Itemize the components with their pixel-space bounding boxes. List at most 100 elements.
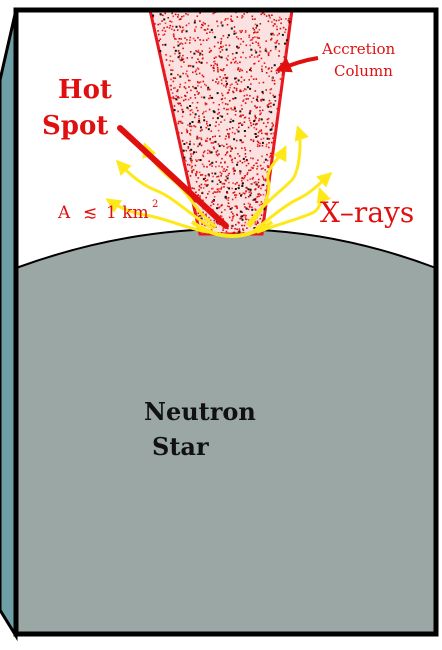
speckle <box>213 146 215 148</box>
speckle <box>228 109 230 111</box>
speckle <box>241 142 243 144</box>
speckle <box>233 33 235 35</box>
speckle <box>185 73 187 75</box>
speckle <box>211 29 213 31</box>
speckle <box>233 173 235 175</box>
speckle <box>214 173 216 175</box>
speckle <box>231 227 233 229</box>
speckle <box>275 46 277 48</box>
speckle <box>227 18 229 20</box>
speckle <box>244 203 246 205</box>
speckle <box>212 176 214 178</box>
speckle <box>232 98 234 100</box>
speckle <box>227 59 229 61</box>
speckle <box>244 135 246 137</box>
speckle <box>192 121 194 123</box>
speckle <box>256 129 258 131</box>
speckle <box>230 119 232 121</box>
speckle <box>198 50 200 52</box>
speckle <box>221 21 223 23</box>
speckle <box>240 122 242 124</box>
speckle <box>220 46 222 48</box>
speckle <box>181 97 183 99</box>
speckle <box>257 31 259 33</box>
speckle <box>195 175 197 177</box>
speckle <box>190 90 192 92</box>
speckle <box>180 18 182 20</box>
speckle <box>262 91 264 93</box>
speckle <box>152 15 154 17</box>
speckle <box>193 38 195 40</box>
speckle <box>196 171 198 173</box>
speckle <box>238 127 240 129</box>
speckle <box>272 77 274 79</box>
speckle <box>282 34 284 36</box>
speckle <box>227 192 229 194</box>
speckle <box>268 53 270 55</box>
speckle <box>278 19 280 21</box>
speckle <box>196 73 198 75</box>
speckle <box>206 127 208 129</box>
speckle <box>262 145 264 147</box>
speckle <box>217 113 219 115</box>
speckle <box>194 94 196 96</box>
speckle <box>218 124 220 126</box>
speckle <box>245 57 247 59</box>
speckle <box>237 69 239 71</box>
speckle <box>233 171 235 173</box>
speckle <box>231 211 233 213</box>
speckle <box>214 57 216 59</box>
speckle <box>242 182 244 184</box>
speckle <box>218 55 220 57</box>
speckle <box>277 40 279 42</box>
speckle <box>221 56 223 58</box>
speckle <box>268 55 270 57</box>
speckle <box>226 64 228 66</box>
speckle <box>244 147 246 149</box>
speckle <box>260 165 262 167</box>
speckle <box>229 217 231 219</box>
speckle <box>268 118 270 120</box>
speckle <box>236 164 238 166</box>
speckle <box>232 216 234 218</box>
speckle <box>258 120 260 122</box>
speckle <box>254 31 256 33</box>
speckle <box>230 121 232 123</box>
speckle <box>210 65 212 67</box>
speckle <box>255 51 257 53</box>
speckle <box>258 196 260 198</box>
speckle <box>197 138 199 140</box>
speckle <box>239 160 241 162</box>
speckle <box>222 183 224 185</box>
speckle <box>182 48 184 50</box>
speckle <box>186 92 188 94</box>
speckle <box>289 21 291 23</box>
speckle <box>246 165 248 167</box>
speckle <box>199 172 201 174</box>
speckle <box>237 83 239 85</box>
speckle <box>178 38 180 40</box>
speckle <box>222 95 224 97</box>
accretion-label-line2: Column <box>334 62 393 80</box>
speckle <box>252 42 254 44</box>
speckle <box>225 154 227 156</box>
speckle <box>190 37 192 39</box>
speckle <box>257 196 259 198</box>
speckle <box>266 72 268 74</box>
speckle <box>203 97 205 99</box>
speckle <box>266 146 268 148</box>
speckle <box>198 92 200 94</box>
speckle <box>268 21 270 23</box>
speckle <box>274 80 276 82</box>
speckle <box>211 165 213 167</box>
speckle <box>182 73 184 75</box>
speckle <box>209 109 211 111</box>
speckle <box>248 196 250 198</box>
speckle <box>218 179 220 181</box>
speckle <box>244 88 246 90</box>
speckle <box>249 194 251 196</box>
speckle <box>255 181 257 183</box>
speckle <box>265 48 267 50</box>
speckle <box>232 120 234 122</box>
speckle <box>182 140 184 142</box>
